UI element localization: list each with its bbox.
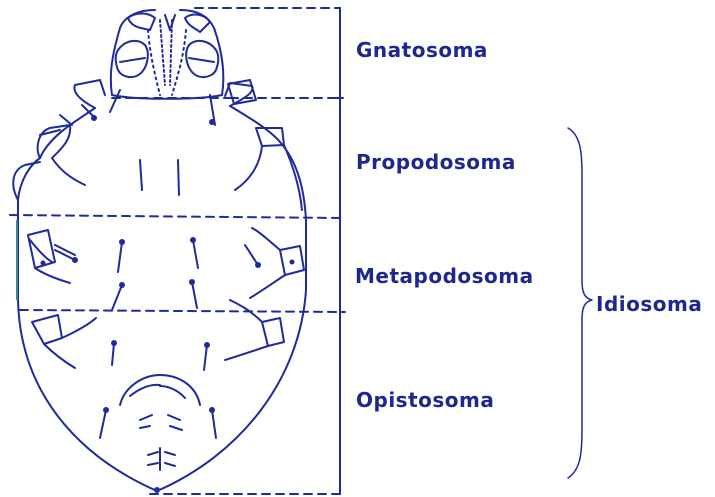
front-legs-right bbox=[225, 80, 302, 210]
segment-dividers bbox=[10, 8, 345, 494]
label-opistosoma: Opistosoma bbox=[356, 390, 494, 410]
label-metapodosoma: Metapodosoma bbox=[355, 266, 534, 286]
front-legs-left bbox=[13, 80, 105, 200]
label-propodosoma: Propodosoma bbox=[356, 152, 516, 172]
label-idiosoma: Idiosoma bbox=[596, 294, 702, 314]
middle-legs-right bbox=[225, 228, 304, 360]
idiosoma-brace bbox=[568, 128, 592, 478]
gnathosoma-mouthparts bbox=[111, 10, 223, 99]
seta-bases bbox=[41, 115, 295, 493]
label-gnatosoma: Gnatosoma bbox=[356, 40, 488, 60]
genital-plate bbox=[120, 375, 200, 470]
body-outline bbox=[18, 106, 306, 491]
middle-legs-left bbox=[28, 230, 96, 368]
